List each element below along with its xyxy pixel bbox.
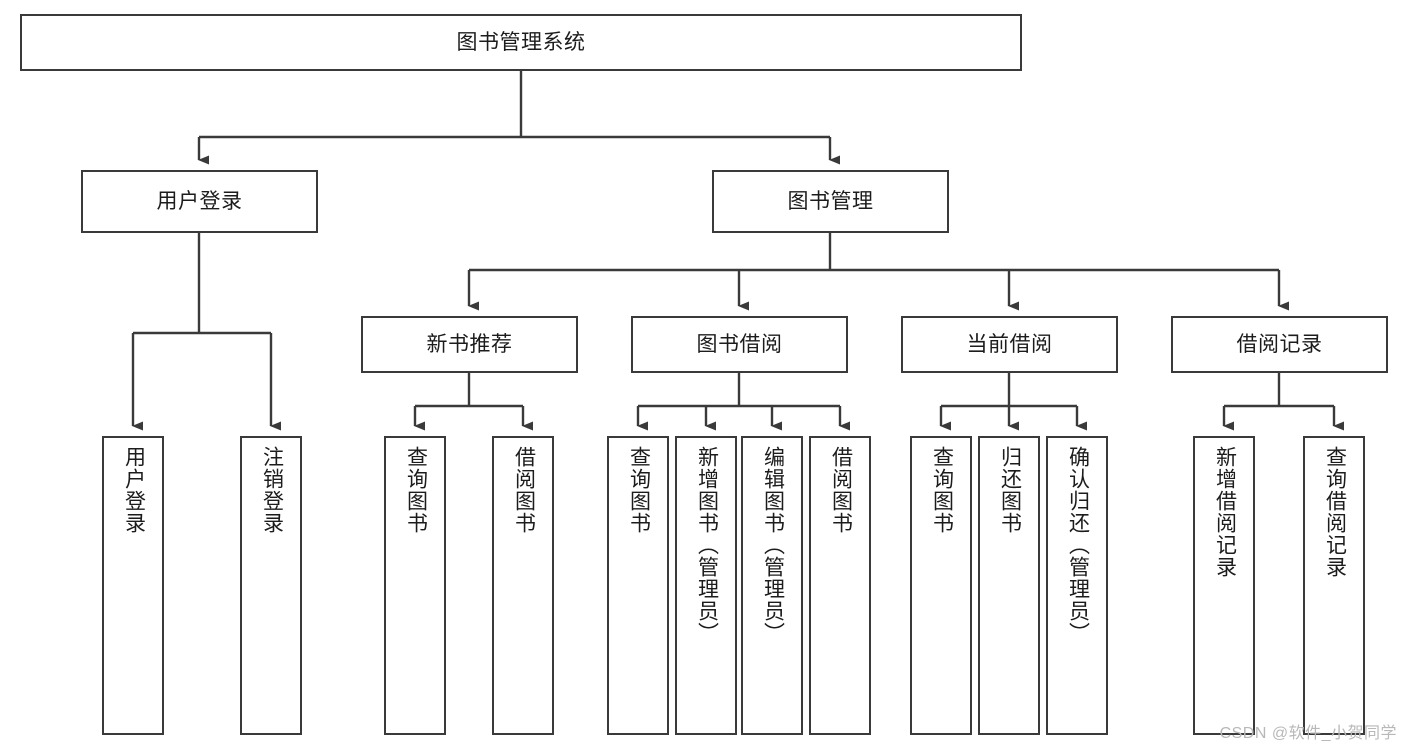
node-label: 新增图书（管理员） <box>695 446 719 644</box>
node-label: 当前借阅 <box>966 332 1053 356</box>
node-label: 查询图书 <box>627 446 651 534</box>
node-new-book-recommend[interactable]: 新书推荐 <box>361 316 578 373</box>
node-label: 新增借阅记录 <box>1213 446 1237 578</box>
node-label: 用户登录 <box>156 189 243 213</box>
leaf-logout[interactable]: 注销登录 <box>240 436 302 735</box>
leaf-user-login[interactable]: 用户登录 <box>102 436 164 735</box>
leaf-query-book-current[interactable]: 查询图书 <box>910 436 972 735</box>
leaf-query-borrow-record[interactable]: 查询借阅记录 <box>1303 436 1365 735</box>
node-label: 注销登录 <box>260 446 284 534</box>
node-label: 图书管理 <box>787 189 874 213</box>
node-label: 查询借阅记录 <box>1323 446 1347 578</box>
leaf-edit-book-admin[interactable]: 编辑图书（管理员） <box>741 436 803 735</box>
leaf-query-book-recommend[interactable]: 查询图书 <box>384 436 446 735</box>
node-label: 用户登录 <box>122 446 146 534</box>
node-user-login[interactable]: 用户登录 <box>81 170 318 233</box>
leaf-return-book[interactable]: 归还图书 <box>978 436 1040 735</box>
node-label: 图书借阅 <box>696 332 783 356</box>
leaf-borrow-book[interactable]: 借阅图书 <box>809 436 871 735</box>
leaf-borrow-book-recommend[interactable]: 借阅图书 <box>492 436 554 735</box>
leaf-confirm-return-admin[interactable]: 确认归还（管理员） <box>1046 436 1108 735</box>
node-root-system[interactable]: 图书管理系统 <box>20 14 1022 71</box>
node-label: 新书推荐 <box>426 332 513 356</box>
node-label: 借阅图书 <box>829 446 853 534</box>
node-label: 查询图书 <box>930 446 954 534</box>
node-label: 确认归还（管理员） <box>1066 446 1090 644</box>
node-label: 借阅图书 <box>512 446 536 534</box>
leaf-query-book-borrow[interactable]: 查询图书 <box>607 436 669 735</box>
node-book-management[interactable]: 图书管理 <box>712 170 949 233</box>
node-label: 借阅记录 <box>1236 332 1323 356</box>
leaf-add-borrow-record[interactable]: 新增借阅记录 <box>1193 436 1255 735</box>
node-label: 查询图书 <box>404 446 428 534</box>
node-borrow-record[interactable]: 借阅记录 <box>1171 316 1388 373</box>
node-label: 图书管理系统 <box>456 30 586 54</box>
node-label: 归还图书 <box>998 446 1022 534</box>
node-book-borrow[interactable]: 图书借阅 <box>631 316 848 373</box>
node-current-borrow[interactable]: 当前借阅 <box>901 316 1118 373</box>
node-label: 编辑图书（管理员） <box>761 446 785 644</box>
leaf-add-book-admin[interactable]: 新增图书（管理员） <box>675 436 737 735</box>
